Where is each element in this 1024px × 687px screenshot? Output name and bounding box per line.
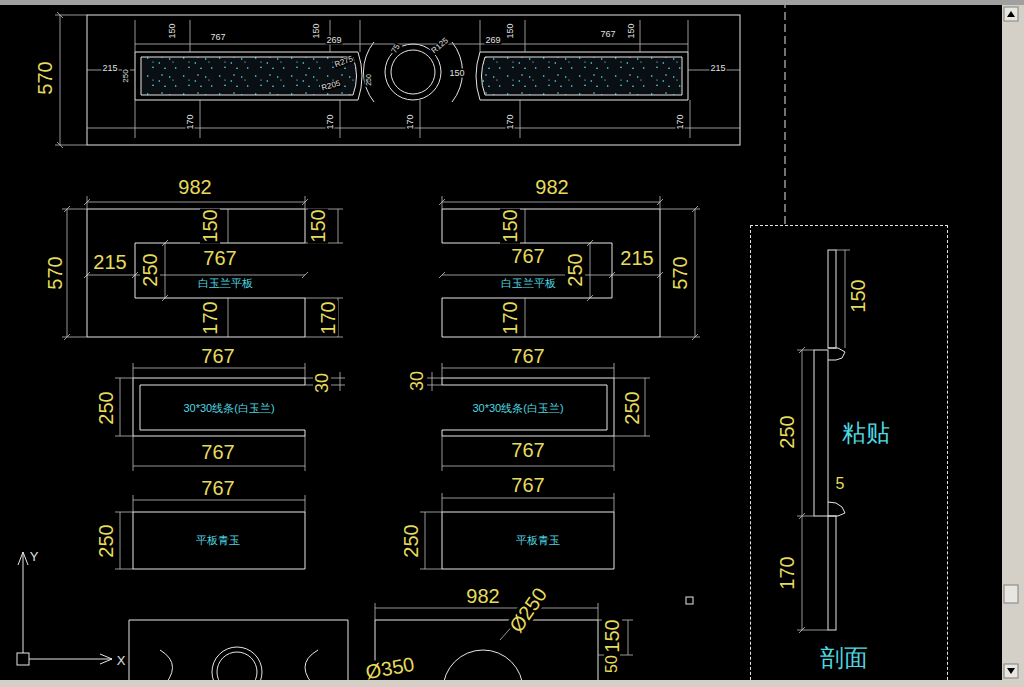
material-label: 平板青玉 — [195, 535, 241, 546]
dimension-text: 170 — [506, 113, 515, 130]
axis-label: Y — [29, 550, 40, 563]
dimension-text: 767 — [510, 440, 545, 460]
block-outline — [87, 209, 305, 337]
dimension-text: 170 — [500, 300, 520, 335]
block-shape — [442, 209, 660, 337]
dimension-text: 170 — [186, 113, 195, 130]
dimension-text: 150 — [308, 208, 328, 243]
dimension-text: R205 — [320, 79, 342, 92]
block-shape — [442, 378, 614, 436]
dimension-text: 75 — [390, 42, 402, 55]
dimension-text: 215 — [92, 252, 127, 272]
dimension-text: 170 — [326, 113, 335, 130]
dimension-text: 767 — [202, 248, 237, 268]
material-label: 30*30线条(白玉兰) — [471, 403, 564, 414]
dimension-text: 250 — [140, 252, 160, 287]
dimension-text: 982 — [534, 177, 569, 197]
block-shape — [442, 512, 614, 569]
dimension-text: 150 — [627, 22, 636, 39]
dimension-text: 150 — [168, 22, 177, 39]
dimension-text: 5 — [835, 476, 846, 492]
stone-block: 平板青玉 — [133, 512, 305, 569]
dimension-text: 767 — [599, 30, 616, 39]
dimension-text: 767 — [200, 442, 235, 462]
stone-block: 白玉兰平板 — [87, 209, 305, 337]
dimension-text: 250 — [96, 523, 116, 558]
dimension-text: 150 — [312, 22, 321, 39]
dimension-text: 150 — [448, 69, 465, 78]
material-label: 白玉兰平板 — [197, 278, 254, 289]
dimension-text: 269 — [484, 36, 501, 45]
dimension-text: 150 — [848, 278, 868, 313]
dimension-text: R125 — [429, 36, 450, 56]
dimension-text: 170 — [318, 300, 338, 335]
dimension-text: 30 — [408, 370, 426, 392]
material-label: 30*30线条(白玉兰) — [182, 403, 275, 414]
dimension-text: 215 — [101, 64, 118, 73]
stone-block: 30*30线条(白玉兰) — [133, 378, 305, 436]
dimension-text: 150 — [506, 22, 515, 39]
dimension-text: 250 — [122, 68, 130, 83]
dimension-text: 767 — [200, 478, 235, 498]
dimension-text: 767 — [510, 475, 545, 495]
dimension-text: 250 — [565, 252, 585, 287]
dimension-text: 767 — [510, 346, 545, 366]
material-label: 白玉兰平板 — [500, 278, 557, 289]
dimension-text: 170 — [406, 113, 415, 130]
material-label: 平板青玉 — [515, 535, 561, 546]
block-shape — [133, 378, 305, 436]
dimension-text: 982 — [177, 177, 212, 197]
dimension-text: 767 — [510, 246, 545, 266]
dimension-text: 150 — [602, 618, 622, 653]
dimension-text: 570 — [670, 255, 690, 290]
dimension-text: 170 — [676, 113, 685, 130]
dimension-text: 50 — [604, 654, 620, 674]
block-shape — [87, 209, 305, 337]
dimension-text: Ø350 — [363, 654, 417, 683]
dimension-text: Ø250 — [505, 583, 551, 636]
dimension-text: 250 — [622, 390, 642, 425]
dimension-text: 982 — [465, 586, 500, 606]
dimension-text: 570 — [35, 60, 55, 95]
dimension-text: 215 — [709, 64, 726, 73]
dimension-text: R275 — [333, 55, 356, 70]
dimension-text: 250 — [401, 523, 421, 558]
dimension-text: 150 — [200, 208, 220, 243]
dimension-text: 250 — [365, 73, 372, 87]
dimension-text: 150 — [500, 208, 520, 243]
stone-block: 平板青玉 — [442, 512, 614, 569]
dimension-text: 170 — [200, 300, 220, 335]
block-outline — [442, 209, 660, 337]
stone-block: 白玉兰平板 — [442, 209, 660, 337]
dimension-text: 269 — [325, 36, 342, 45]
dimension-text: 30 — [313, 372, 331, 394]
dimension-text: 215 — [619, 248, 654, 268]
dimension-text: 250 — [777, 414, 797, 449]
block-shape — [133, 512, 305, 569]
note-text: 粘贴 — [841, 421, 891, 445]
axis-label: X — [116, 654, 127, 667]
note-text: 剖面 — [819, 646, 869, 670]
dimension-text: 767 — [209, 33, 226, 42]
dimension-text: 767 — [200, 346, 235, 366]
dimension-text: 250 — [96, 390, 116, 425]
dimension-text: 170 — [777, 555, 797, 590]
stone-block: 30*30线条(白玉兰) — [442, 378, 614, 436]
dimension-text: 570 — [45, 255, 65, 290]
